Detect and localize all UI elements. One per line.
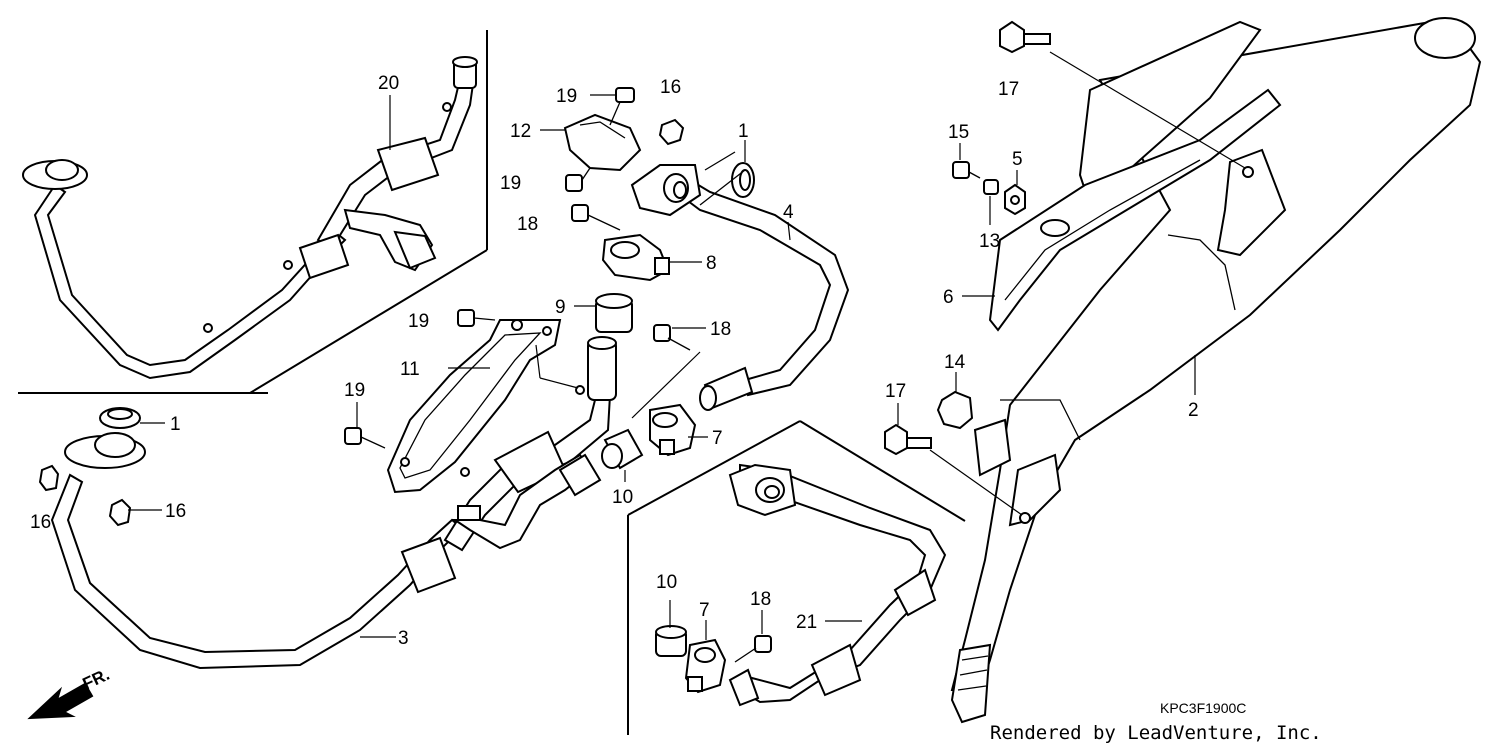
- part-12-pipe-protector[interactable]: [563, 113, 642, 172]
- part-label-19a: 19: [556, 86, 577, 107]
- front-direction-indicator: FR.: [27, 665, 113, 720]
- part-18-bolt-mid[interactable]: [653, 324, 691, 351]
- part-label-17a: 17: [998, 79, 1019, 100]
- part-label-17b: 17: [885, 381, 906, 402]
- part-19-bolt-lower[interactable]: [344, 427, 386, 449]
- part-label-1a: 1: [170, 414, 181, 435]
- part-label-8: 8: [706, 253, 717, 274]
- diagram-code: KPC3F1900C: [1160, 700, 1246, 716]
- part-18-bolt-inset[interactable]: [734, 635, 772, 663]
- part-21-exhaust-pipe-inset[interactable]: [728, 463, 947, 707]
- part-label-10a: 10: [612, 487, 633, 508]
- part-16-nut-upper[interactable]: [658, 118, 685, 146]
- leader-11-clip: [535, 344, 541, 379]
- part-label-20: 20: [378, 73, 399, 94]
- part-10-joint-sleeve[interactable]: [601, 428, 644, 470]
- part-17-bolt-upper[interactable]: [999, 20, 1246, 169]
- part-14-rubber-mount[interactable]: [936, 390, 974, 430]
- part-7-clamp-inset[interactable]: [684, 638, 727, 694]
- part-label-16a: 16: [30, 512, 51, 533]
- part-3-exhaust-pipe[interactable]: [50, 336, 617, 670]
- part-label-15: 15: [948, 122, 969, 143]
- part-20-exhaust-pipe-inset[interactable]: [22, 56, 478, 380]
- inset-frame-top-left: [18, 30, 488, 394]
- leader-18b-tie: [631, 351, 701, 419]
- part-1-gasket-upper[interactable]: [731, 162, 755, 198]
- part-16-nut-left[interactable]: [38, 464, 60, 492]
- part-label-14: 14: [944, 352, 966, 373]
- part-11-heat-protector[interactable]: [386, 319, 562, 494]
- part-label-18c: 18: [750, 589, 771, 610]
- part-label-16b: 16: [165, 501, 186, 522]
- part-label-7b: 7: [699, 600, 710, 621]
- part-19-bolt-mid[interactable]: [565, 167, 591, 192]
- part-2-muffler[interactable]: [950, 17, 1482, 724]
- part-label-13: 13: [979, 231, 1000, 252]
- part-label-19d: 19: [344, 380, 365, 401]
- part-15-bolt[interactable]: [952, 161, 981, 179]
- leader-4: [787, 221, 791, 241]
- part-19-bolt-top[interactable]: [609, 87, 635, 126]
- part-label-16c: 16: [660, 77, 681, 98]
- part-label-10b: 10: [656, 572, 677, 593]
- part-label-1b: 1: [738, 121, 749, 142]
- part-label-19c: 19: [408, 311, 429, 332]
- part-9-joint-sleeve[interactable]: [595, 293, 633, 333]
- part-5-nut[interactable]: [1004, 183, 1026, 216]
- part-18-bolt-upper[interactable]: [571, 204, 621, 231]
- part-label-7a: 7: [712, 428, 723, 449]
- part-label-9: 9: [555, 297, 566, 318]
- part-label-18b: 18: [710, 319, 731, 340]
- part-13-collar[interactable]: [983, 179, 999, 195]
- part-4-exhaust-pipe-rear[interactable]: [630, 151, 850, 411]
- part-10-joint-sleeve-inset[interactable]: [655, 625, 687, 657]
- part-label-3: 3: [398, 628, 409, 649]
- part-label-21: 21: [796, 612, 817, 633]
- part-7-clamp[interactable]: [649, 403, 697, 457]
- credit-text: Rendered by LeadVenture, Inc.: [990, 722, 1322, 744]
- front-arrow-icon: [27, 682, 94, 720]
- part-1-gasket-lower[interactable]: [99, 407, 141, 429]
- part-label-2: 2: [1188, 400, 1199, 421]
- leader-11-clip-b: [539, 377, 579, 389]
- part-19-bolt-upper[interactable]: [457, 309, 496, 327]
- part-8-clamp[interactable]: [601, 233, 670, 282]
- part-label-11: 11: [400, 359, 420, 380]
- part-16-nut-right[interactable]: [108, 498, 132, 527]
- part-label-18a: 18: [517, 214, 538, 235]
- part-label-5: 5: [1012, 149, 1023, 170]
- part-17-bolt-lower[interactable]: [884, 423, 1023, 516]
- part-label-12: 12: [510, 121, 531, 142]
- part-label-6: 6: [943, 287, 954, 308]
- part-label-4: 4: [783, 202, 794, 223]
- part-label-19b: 19: [500, 173, 521, 194]
- inset-frame-bottom-right: [627, 420, 966, 735]
- part-6-muffler-protector[interactable]: [988, 88, 1282, 332]
